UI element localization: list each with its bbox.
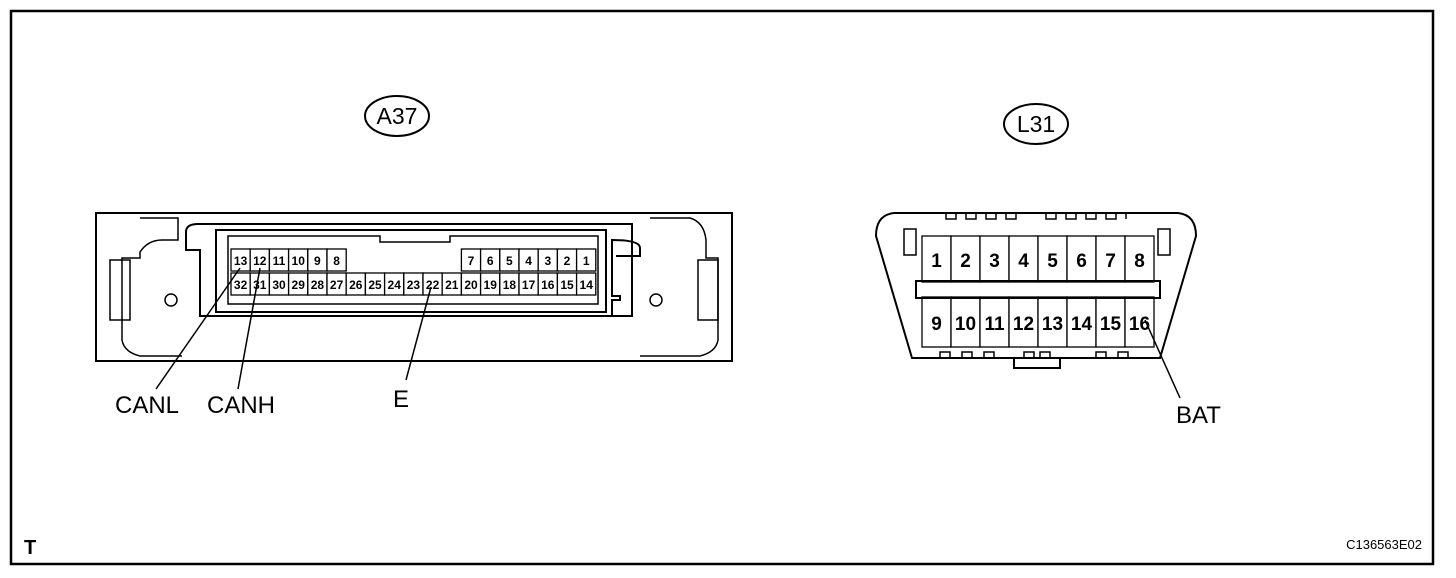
l31-pin-cell bbox=[979, 235, 1010, 283]
a37-pin-label: 22 bbox=[426, 278, 440, 292]
a37-reference-label: A37 bbox=[377, 103, 418, 129]
a37-pin-label: 24 bbox=[388, 278, 402, 292]
l31-reference-oval bbox=[1003, 103, 1069, 145]
a37-pin-label: 9 bbox=[314, 254, 321, 268]
a37-pin-label: 27 bbox=[330, 278, 344, 292]
l31-reference-label: L31 bbox=[1017, 111, 1055, 137]
a37-pin-label: 25 bbox=[368, 278, 382, 292]
a37-mount-hole-right bbox=[649, 293, 663, 307]
a37-pin-label: 3 bbox=[544, 254, 551, 268]
a37-pin-label: 15 bbox=[560, 278, 574, 292]
a37-pin-label: 30 bbox=[272, 278, 286, 292]
a37-reference-oval bbox=[364, 95, 430, 137]
l31-pin-label: 6 bbox=[1076, 251, 1087, 272]
a37-pin-label: 1 bbox=[583, 254, 590, 268]
l31-pin-label: 12 bbox=[1013, 314, 1034, 335]
a37-housing bbox=[95, 212, 733, 362]
a37-pin-cell bbox=[575, 248, 597, 272]
a37-pin-label: 32 bbox=[234, 278, 248, 292]
a37-terminal-block bbox=[215, 229, 607, 313]
l31-pin-cell bbox=[1037, 235, 1068, 283]
l31-pin-label: 5 bbox=[1047, 251, 1058, 272]
a37-pin-label: 14 bbox=[580, 278, 594, 292]
label-bat: BAT bbox=[1176, 402, 1221, 429]
a37-pin-label: 8 bbox=[333, 254, 340, 268]
corner-mark: T bbox=[24, 537, 36, 559]
a37-pin-label: 21 bbox=[445, 278, 459, 292]
figure-code: C136563E02 bbox=[1346, 537, 1422, 552]
l31-pin-cell bbox=[1037, 296, 1068, 348]
a37-pin-label: 18 bbox=[503, 278, 517, 292]
label-canl: CANL bbox=[115, 392, 179, 419]
l31-pin-label: 7 bbox=[1105, 251, 1116, 272]
l31-pin-cell bbox=[1095, 235, 1126, 283]
l31-pin-label: 14 bbox=[1071, 314, 1093, 335]
diagram-frame bbox=[9, 9, 1435, 566]
a37-pin-label: 4 bbox=[525, 254, 532, 268]
l31-pin-label: 10 bbox=[955, 314, 976, 335]
a37-pin-label: 29 bbox=[292, 278, 306, 292]
l31-housing bbox=[874, 212, 1198, 359]
a37-pin-label: 7 bbox=[468, 254, 475, 268]
l31-pin-label: 3 bbox=[989, 251, 1000, 272]
a37-pin-label: 17 bbox=[522, 278, 536, 292]
a37-pin-label: 11 bbox=[273, 254, 286, 268]
label-canh: CANH bbox=[207, 392, 275, 419]
a37-pin-label: 19 bbox=[484, 278, 498, 292]
a37-pin-label: 23 bbox=[407, 278, 421, 292]
l31-pin-label: 8 bbox=[1134, 251, 1145, 272]
a37-pin-cell bbox=[575, 272, 597, 296]
l31-pin-label: 11 bbox=[984, 314, 1005, 335]
l31-pin-label: 1 bbox=[931, 251, 942, 272]
a37-pin-label: 26 bbox=[349, 278, 363, 292]
a37-pin-label: 31 bbox=[253, 278, 267, 292]
a37-pin-label: 12 bbox=[253, 254, 267, 268]
l31-pin-label: 13 bbox=[1042, 314, 1063, 335]
a37-pin-label: 20 bbox=[464, 278, 478, 292]
a37-pin-label: 13 bbox=[234, 254, 248, 268]
l31-pin-label: 2 bbox=[960, 251, 971, 272]
l31-pin-label: 9 bbox=[931, 314, 942, 335]
l31-pin-label: 16 bbox=[1129, 314, 1150, 335]
l31-pin-cell bbox=[1008, 235, 1039, 283]
l31-pin-label: 15 bbox=[1100, 314, 1122, 335]
a37-pin-label: 5 bbox=[506, 254, 513, 268]
a37-pin-label: 10 bbox=[292, 254, 306, 268]
a37-pin-label: 28 bbox=[311, 278, 325, 292]
a37-pin-cell bbox=[326, 248, 347, 272]
a37-pin-label: 16 bbox=[541, 278, 555, 292]
l31-pin-label: 4 bbox=[1018, 251, 1029, 272]
a37-pin-label: 2 bbox=[564, 254, 571, 268]
label-e: E bbox=[393, 386, 409, 413]
a37-pin-label: 6 bbox=[487, 254, 494, 268]
l31-pin-cell bbox=[1095, 296, 1126, 348]
a37-mount-hole-left bbox=[164, 293, 178, 307]
l31-pin-cell bbox=[921, 235, 952, 283]
l31-pin-cell bbox=[1124, 296, 1155, 348]
